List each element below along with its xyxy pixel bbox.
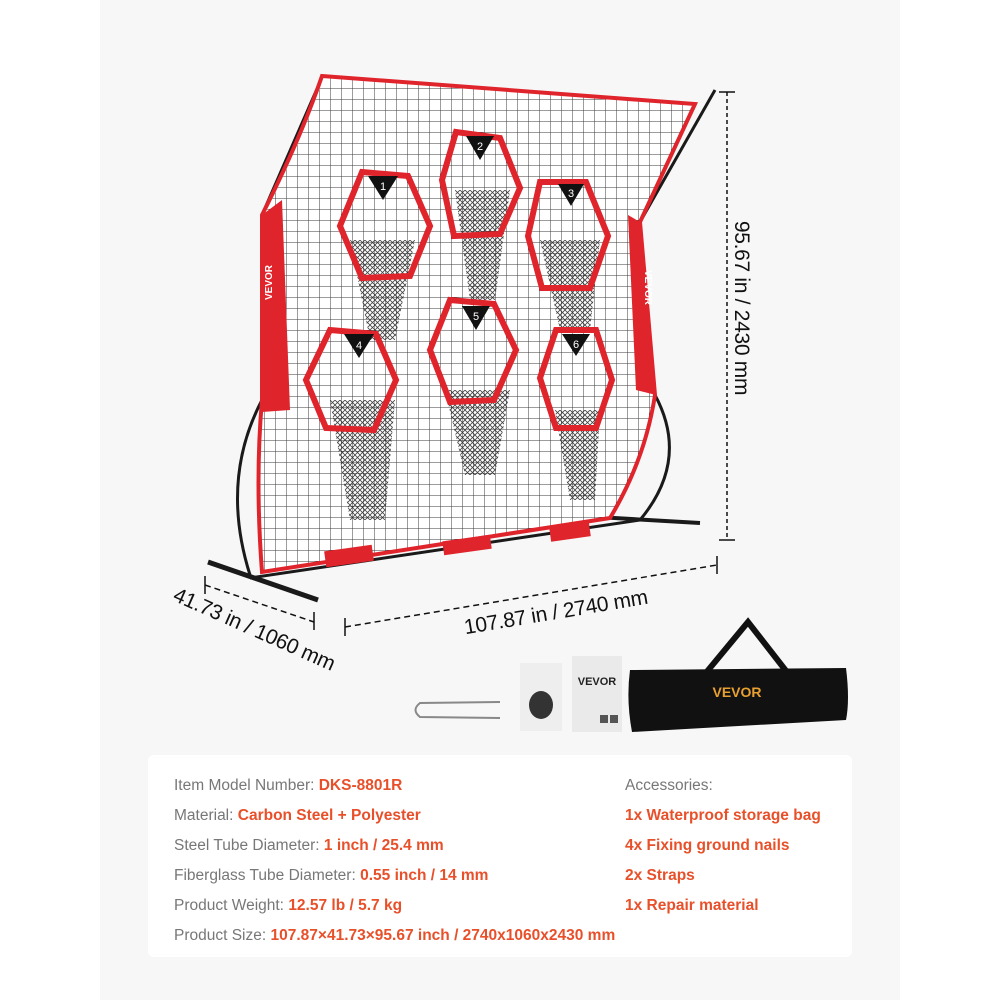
storage-bag-strap <box>697 617 793 682</box>
svg-text:2: 2 <box>477 141 483 153</box>
svg-text:5: 5 <box>473 311 479 323</box>
target-number-tags <box>344 136 590 358</box>
accessories-list: Accessories: 1x Waterproof storage bag 4… <box>625 771 821 921</box>
spec-row-weight: Product Weight: 12.57 lb / 5.7 kg <box>174 897 403 914</box>
spec-row-size: Product Size: 107.87×41.73×95.67 inch / … <box>174 927 616 944</box>
svg-text:VEVOR: VEVOR <box>642 270 653 306</box>
accessory-item: 4x Fixing ground nails <box>625 837 790 854</box>
svg-text:VEVOR: VEVOR <box>712 684 761 700</box>
accessory-item: 1x Waterproof storage bag <box>625 807 821 824</box>
spec-row-steel-tube: Steel Tube Diameter: 1 inch / 25.4 mm <box>174 837 444 854</box>
height-dimension-label: 95.67 in / 2430 mm <box>730 220 753 396</box>
accessories-heading: Accessories: <box>625 777 713 794</box>
product-illustration: VEVOR VEVOR 1 2 3 4 5 6 <box>204 73 848 732</box>
spec-row-fiberglass-tube: Fiberglass Tube Diameter: 0.55 inch / 14… <box>174 867 489 884</box>
accessory-item: 2x Straps <box>625 867 695 884</box>
ground-nail <box>414 701 501 719</box>
svg-text:6: 6 <box>573 339 579 351</box>
spec-card: Item Model Number: DKS-8801R Material: C… <box>148 755 852 957</box>
accessory-item: 1x Repair material <box>625 897 759 914</box>
storage-bag <box>628 668 848 732</box>
targets <box>302 128 616 434</box>
spec-row-model: Item Model Number: DKS-8801R <box>174 777 403 794</box>
svg-text:VEVOR: VEVOR <box>578 676 617 688</box>
dimension-lines <box>204 91 735 636</box>
svg-text:VEVOR: VEVOR <box>264 264 275 300</box>
svg-text:1: 1 <box>380 181 386 193</box>
svg-text:4: 4 <box>356 340 362 352</box>
svg-text:3: 3 <box>568 188 574 200</box>
specs-list: Item Model Number: DKS-8801R Material: C… <box>174 771 615 951</box>
spec-row-material: Material: Carbon Steel + Polyester <box>174 807 421 824</box>
